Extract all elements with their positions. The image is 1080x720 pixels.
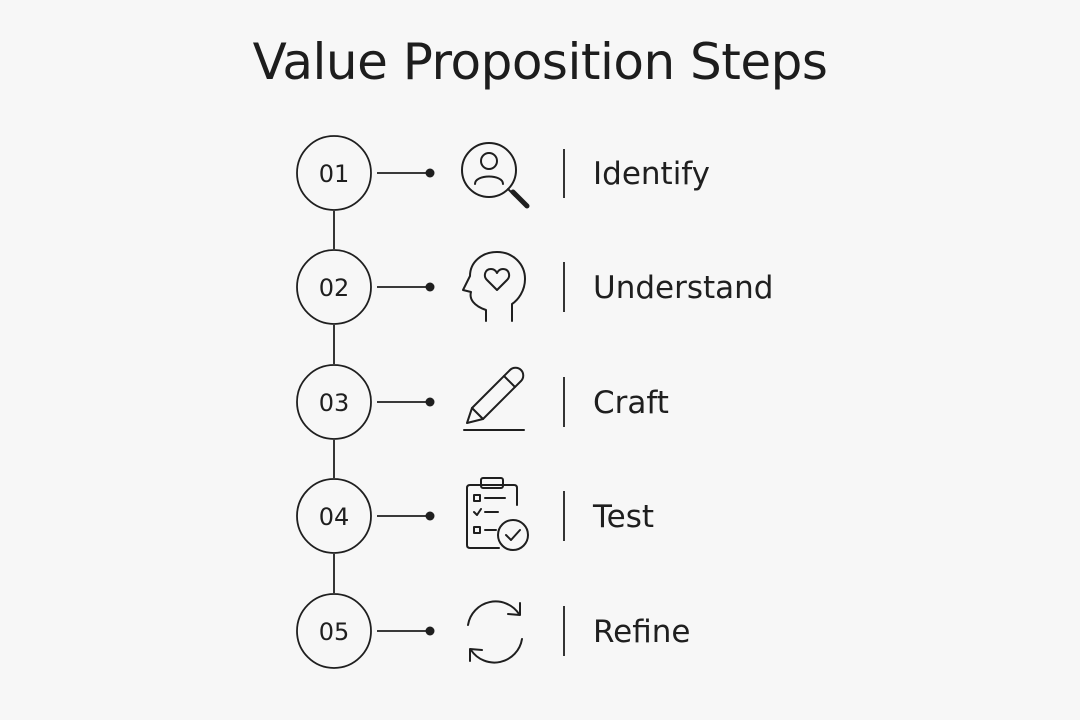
pointer-dot xyxy=(425,626,435,636)
step-4: 04 xyxy=(296,477,565,554)
clipboard-check-icon xyxy=(466,477,529,551)
step-number: 05 xyxy=(319,618,350,646)
step-number: 01 xyxy=(319,160,350,188)
step-number-circle xyxy=(296,364,372,440)
step-number: 02 xyxy=(319,274,350,302)
step-number-circle xyxy=(296,478,372,554)
step-label-understand: Understand xyxy=(593,270,774,306)
step-label-identify: Identify xyxy=(593,156,711,192)
step-2: 02 xyxy=(296,249,565,325)
step-number: 04 xyxy=(319,503,350,531)
step-3: 03 xyxy=(296,364,565,440)
step-label-test: Test xyxy=(593,499,655,535)
pointer-dot xyxy=(425,168,435,178)
user-search-icon xyxy=(461,142,530,209)
step-number-circle xyxy=(296,249,372,325)
step-1: 01 xyxy=(296,135,565,211)
pencil-icon xyxy=(463,366,525,431)
head-heart-icon xyxy=(462,251,526,322)
step-number-circle xyxy=(296,593,372,669)
step-label-refine: Refine xyxy=(593,614,691,650)
pointer-dot xyxy=(425,511,435,521)
step-5: 05 xyxy=(296,593,565,669)
page-title: Value Proposition Steps xyxy=(252,33,828,91)
pointer-dot xyxy=(425,397,435,407)
step-number-circle xyxy=(296,135,372,211)
pointer-dot xyxy=(425,282,435,292)
step-number: 03 xyxy=(319,389,350,417)
step-label-craft: Craft xyxy=(593,385,669,421)
refresh-icon xyxy=(467,600,523,664)
